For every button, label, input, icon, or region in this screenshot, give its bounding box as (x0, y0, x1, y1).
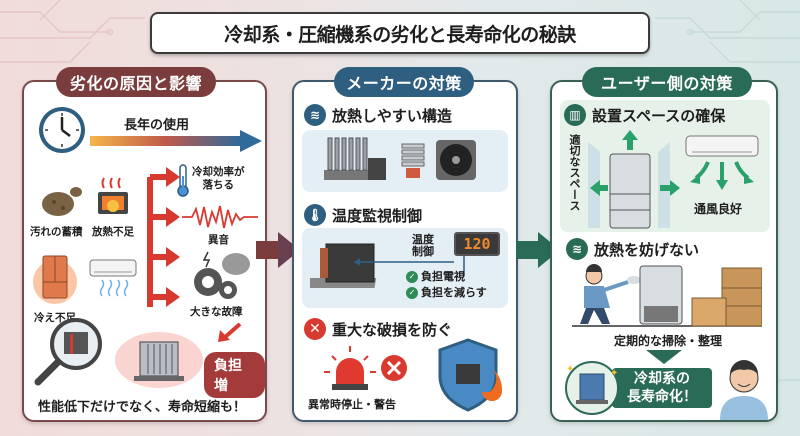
down-left-arrow-icon (218, 322, 242, 342)
happy-man-icon (720, 360, 768, 420)
broken-gears-icon (194, 251, 250, 299)
load-increase-badge: 負担増 (204, 352, 265, 398)
fridge-space-icon (588, 130, 680, 229)
adequate-space-label: 適切なスペース (568, 134, 581, 211)
causes-panel: 劣化の原因と影響 長年の使用 冷却効率が 落ちる 汚れの (22, 67, 267, 422)
causes-heading: 劣化の原因と影響 (56, 67, 216, 97)
user-panel: ユーザー側の対策 ▥ 設置スペースの確保 適切なスペース 通風良好 ≋ 放熱を妨… (550, 67, 778, 422)
unit-icon (639, 265, 683, 325)
effect-efficiency-line2: 落ちる (202, 179, 235, 191)
user-heading: ユーザー側の対策 (582, 67, 752, 97)
maker-section-protect: 重大な破損を防ぐ (332, 321, 453, 339)
temperature-display: 120 (454, 232, 500, 256)
alarm-light-icon (324, 346, 407, 390)
causes-summary: 性能低下だけでなく、寿命短縮も！ (38, 400, 247, 415)
cleaning-label: 定期的な掃除・整理 (614, 334, 723, 348)
healthy-compressor-icon: ✦ ✦ (565, 361, 619, 415)
maker-panel: メーカーの対策 ≋ 放熱しやすい構造 🌡 温度監視制御 (292, 67, 518, 422)
temp-control-label: 温度 制御 (412, 234, 434, 258)
stressed-compressor-icon (115, 332, 203, 388)
cleaning-illustration (572, 264, 762, 327)
ac-airflow-icon (685, 135, 759, 190)
result-banner: 冷却系の 長寿命化！ (612, 368, 712, 408)
air-conditioner-icon (89, 259, 137, 297)
svg-text:✦: ✦ (566, 364, 574, 375)
shelf-boxes-icon (691, 267, 762, 327)
shield-icon (438, 338, 503, 412)
space-icon: ▥ (564, 104, 586, 126)
maker-heading: メーカーの対策 (334, 67, 474, 97)
user-section-cleaning: 放熱を妨げない (594, 241, 700, 259)
time-arrow-icon (90, 130, 262, 152)
down-triangle-icon (646, 350, 682, 364)
heat-label: 放熱不足 (92, 226, 134, 238)
user-section-space: 設置スペースの確保 (592, 107, 726, 125)
maker-section-structure: 放熱しやすい構造 (332, 107, 452, 125)
compressor-icon (310, 243, 377, 288)
heat-icon (98, 177, 128, 214)
flow-arrow-1-icon (256, 232, 300, 268)
magnifier-icon (34, 318, 102, 386)
temp-control-line1: 温度 (412, 233, 434, 246)
check-icon: ✓ (406, 271, 418, 283)
noise-wave-icon (182, 205, 258, 229)
heat-release-circle-icon: ≋ (566, 238, 588, 260)
dirt-label: 汚れの蓄積 (30, 226, 83, 238)
cooler-icon (401, 143, 425, 178)
svg-text:✦: ✦ (610, 368, 618, 379)
check-load-reduce: ✓負担を減らす (406, 284, 487, 300)
result-line1: 冷却系の (634, 371, 690, 387)
clock-icon (39, 107, 85, 153)
heat-release-icon: ≋ (304, 104, 326, 126)
branch-arrows-icon (147, 167, 180, 307)
check-icon: ✓ (406, 287, 418, 299)
temp-control-line2: 制御 (412, 245, 434, 258)
check-load-monitor-text: 負担電視 (421, 270, 465, 283)
fridge-icon (33, 255, 77, 304)
long-use-label: 長年の使用 (124, 118, 190, 133)
dirt-icon (42, 187, 82, 216)
heatsink-icon (324, 137, 386, 180)
person-cleaning-icon (580, 264, 641, 324)
fan-icon (436, 140, 476, 180)
thermometer-icon (177, 164, 189, 197)
result-line2: 長寿命化！ (627, 389, 697, 405)
effect-efficiency: 冷却効率が 落ちる (192, 166, 245, 192)
noise-label: 異音 (208, 234, 229, 246)
thermometer-circle-icon: 🌡 (304, 204, 326, 226)
maker-section-temp: 温度監視制御 (332, 207, 423, 225)
control-lines-icon (354, 256, 465, 276)
check-load-reduce-text: 負担を減らす (421, 286, 487, 299)
flow-arrow-2-icon (516, 232, 560, 268)
alarm-label: 異常時停止・警告 (308, 398, 396, 411)
check-load-monitor: ✓負担電視 (406, 268, 465, 284)
prohibit-icon: ✕ (304, 318, 326, 340)
effect-efficiency-line1: 冷却効率が (192, 166, 245, 178)
airflow-label: 通風良好 (694, 202, 743, 216)
failure-label: 大きな故障 (190, 306, 243, 318)
page-title: 冷却系・圧縮機系の劣化と長寿命化の秘訣 (150, 12, 650, 54)
heatsink-illustration (302, 130, 508, 192)
